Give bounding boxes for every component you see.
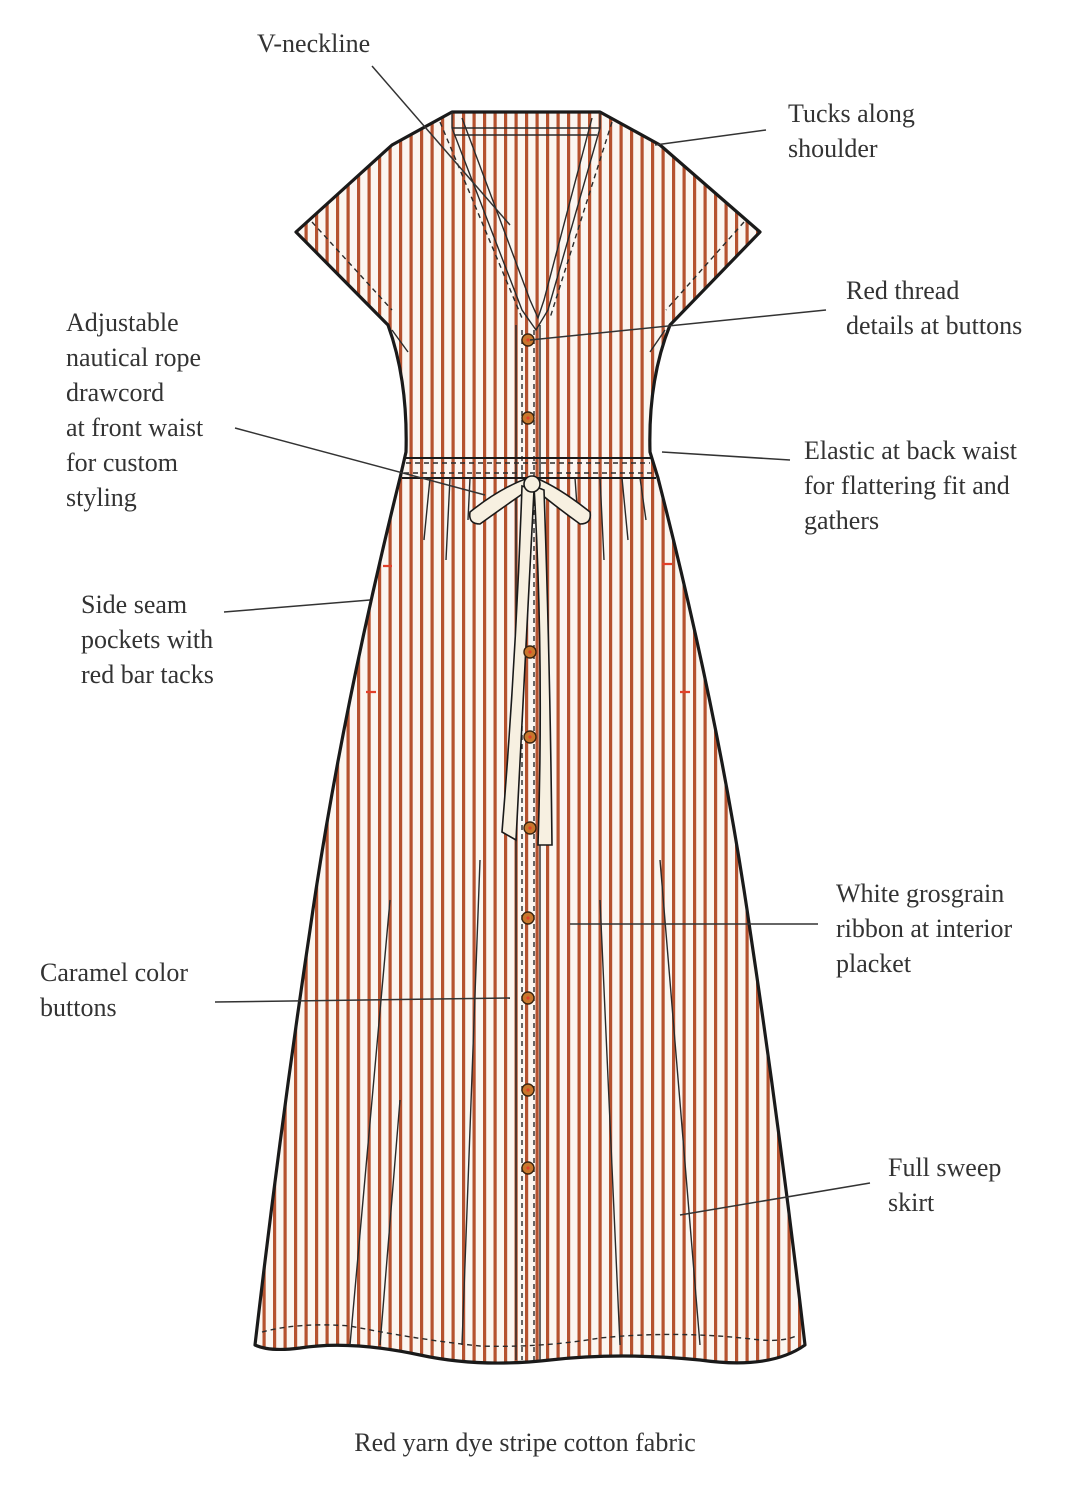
- waistband-stitch: [404, 462, 654, 474]
- red-thread-detail: [526, 1166, 530, 1170]
- leader-v-neckline: [371, 65, 511, 226]
- callout-v-neckline: V-neckline: [257, 26, 370, 61]
- red-thread-detail: [526, 338, 530, 342]
- left-armhole: [391, 329, 409, 353]
- callout-line: Adjustable: [66, 308, 179, 337]
- callout-line: Side seam: [81, 590, 188, 619]
- red-thread-detail: [528, 650, 532, 654]
- callout-line: red bar tacks: [81, 660, 214, 689]
- callout-line: pockets with: [81, 625, 214, 654]
- callout-line: Tucks along: [788, 99, 915, 128]
- callout-line: for custom: [66, 448, 178, 477]
- callout-drawcord: Adjustable nautical rope drawcord at front …: [66, 305, 203, 515]
- callout-line: drawcord: [66, 378, 165, 407]
- neckline-inner: [461, 117, 593, 320]
- right-sleeve-stitch: [665, 221, 745, 311]
- red-thread-detail: [526, 916, 530, 920]
- collar-band: [452, 127, 600, 136]
- pocket-right: [662, 562, 690, 694]
- callout-line: buttons: [40, 993, 117, 1022]
- callout-line: details at buttons: [846, 311, 1023, 340]
- callout-line: placket: [836, 949, 912, 978]
- leader-red-thread: [529, 309, 827, 341]
- gathers: [423, 477, 647, 561]
- red-thread-detail: [526, 996, 530, 1000]
- callout-pockets: Side seam pockets with red bar tacks: [81, 587, 214, 692]
- callout-line: styling: [66, 483, 137, 512]
- leader-pockets: [223, 599, 371, 613]
- callout-line: V-neckline: [257, 29, 371, 58]
- callout-ribbon: White grosgrain ribbon at interior placket: [836, 876, 1012, 981]
- leader-drawcord: [234, 427, 486, 496]
- red-thread-detail: [526, 416, 530, 420]
- callout-elastic: Elastic at back waist for flattering fit …: [804, 433, 1017, 538]
- red-thread-detail: [526, 1088, 530, 1092]
- pocket-left: [366, 564, 392, 694]
- drawcord-tail-right: [533, 484, 553, 846]
- neckline-stitch: [439, 121, 613, 319]
- red-thread-detail: [528, 826, 532, 830]
- callout-skirt: Full sweep skirt: [888, 1150, 1001, 1220]
- callout-line: ribbon at interior: [836, 914, 1013, 943]
- leader-skirt: [679, 1182, 871, 1216]
- drawcord-knot: [523, 475, 541, 493]
- fabric-caption: Red yarn dye stripe cotton fabric: [354, 1428, 696, 1457]
- callout-line: at front waist: [66, 413, 204, 442]
- callout-line: Elastic at back waist: [804, 436, 1017, 465]
- leader-lines: [214, 65, 871, 1216]
- construction-details: [261, 112, 799, 1360]
- callout-line: nautical rope: [66, 343, 201, 372]
- drawcord-loop-right: [535, 476, 592, 525]
- right-armhole: [649, 329, 666, 353]
- callout-line: Caramel color: [40, 958, 188, 987]
- callout-line: shoulder: [788, 134, 878, 163]
- red-thread-detail: [528, 735, 532, 739]
- drawcord-loop-left: [468, 476, 529, 525]
- callout-line: gathers: [804, 506, 880, 535]
- callout-line: Full sweep: [888, 1153, 1002, 1182]
- hem-stitch: [261, 1324, 799, 1348]
- drawcord: [468, 475, 592, 846]
- skirt-folds: [349, 859, 701, 1346]
- callout-line: for flattering fit and: [804, 471, 1010, 500]
- leader-tucks: [654, 129, 767, 146]
- callout-red-thread: Red thread details at buttons: [846, 273, 1022, 343]
- leader-buttons: [214, 997, 511, 1003]
- callout-line: White grosgrain: [836, 879, 1005, 908]
- callout-line: skirt: [888, 1188, 935, 1217]
- callout-line: Red thread: [846, 276, 960, 305]
- drawcord-tail-left: [501, 484, 535, 842]
- callout-buttons: Caramel color buttons: [40, 955, 188, 1025]
- leader-elastic: [661, 451, 791, 461]
- left-sleeve-stitch: [311, 221, 393, 311]
- callout-tucks: Tucks along shoulder: [788, 96, 915, 166]
